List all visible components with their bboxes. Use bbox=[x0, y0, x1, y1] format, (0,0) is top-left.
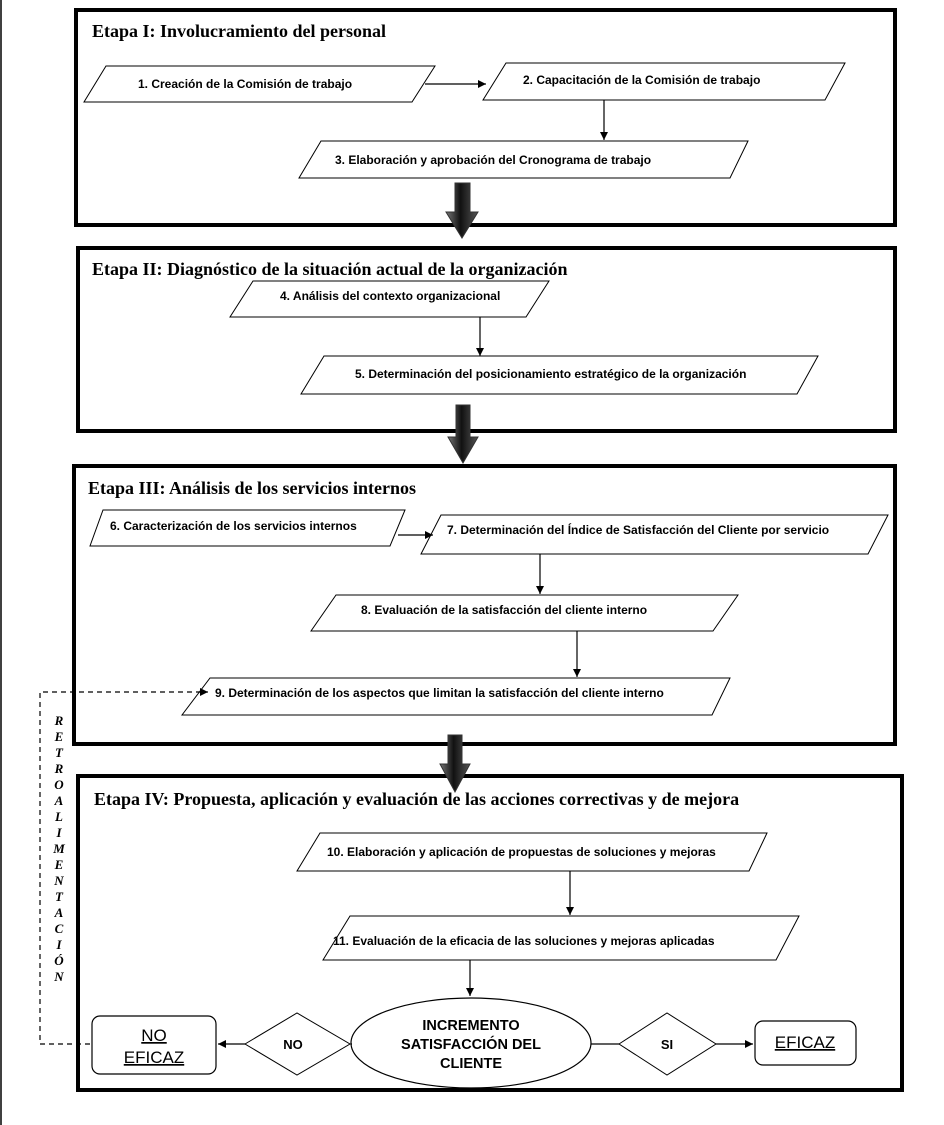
step-11-label: 11. Evaluación de la eficacia de las sol… bbox=[333, 934, 715, 948]
feedback-letter: T bbox=[55, 889, 64, 904]
stage-4-title: Etapa IV: Propuesta, aplicación y evalua… bbox=[94, 789, 739, 809]
stage-1-title: Etapa I: Involucramiento del personal bbox=[92, 21, 386, 41]
feedback-letter: O bbox=[54, 777, 64, 792]
step-1: 1. Creación de la Comisión de trabajo bbox=[83, 65, 436, 103]
feedback-loop-line bbox=[39, 688, 208, 1045]
feedback-letter: M bbox=[52, 841, 65, 856]
feedback-letter: Ó bbox=[54, 953, 64, 968]
feedback-letter: R bbox=[54, 713, 64, 728]
decision-no-label: NO bbox=[283, 1037, 303, 1052]
decision-ellipse: INCREMENTO SATISFACCIÓN DEL CLIENTE bbox=[350, 997, 592, 1089]
step-3: 3. Elaboración y aprobación del Cronogra… bbox=[298, 140, 749, 179]
stage-arrow-3 bbox=[439, 734, 471, 794]
step-4-label: 4. Análisis del contexto organizacional bbox=[280, 289, 500, 303]
decision-line-2: SATISFACCIÓN DEL bbox=[401, 1035, 541, 1053]
feedback-letter: A bbox=[54, 793, 64, 808]
feedback-letter: A bbox=[54, 905, 64, 920]
feedback-letter: R bbox=[54, 761, 64, 776]
feedback-letter: T bbox=[55, 745, 64, 760]
stage-3-box bbox=[72, 464, 897, 746]
step-9: 9. Determinación de los aspectos que lim… bbox=[180, 677, 731, 716]
step-6: 6. Caracterización de los servicios inte… bbox=[89, 509, 406, 547]
step-1-label: 1. Creación de la Comisión de trabajo bbox=[138, 77, 352, 91]
outcome-eficaz: EFICAZ bbox=[754, 1020, 857, 1066]
step-3-label: 3. Elaboración y aprobación del Cronogra… bbox=[335, 153, 651, 167]
step-10-label: 10. Elaboración y aplicación de propuest… bbox=[327, 845, 716, 859]
feedback-label: R E T R O A L I M E N T A C I Ó N bbox=[52, 713, 65, 984]
step-9-label: 9. Determinación de los aspectos que lim… bbox=[215, 686, 664, 700]
step-7: 7. Determinación del Índice de Satisfacc… bbox=[420, 514, 889, 555]
step-10: 10. Elaboración y aplicación de propuest… bbox=[296, 832, 768, 872]
step-2-label: 2. Capacitación de la Comisión de trabaj… bbox=[523, 73, 760, 87]
outcome-no-line-2: EFICAZ bbox=[124, 1048, 184, 1067]
step-6-label: 6. Caracterización de los servicios inte… bbox=[110, 519, 357, 533]
step-5: 5. Determinación del posicionamiento est… bbox=[300, 355, 819, 395]
stage-2-title: Etapa II: Diagnóstico de la situación ac… bbox=[92, 259, 568, 279]
decision-line-3: CLIENTE bbox=[440, 1056, 502, 1072]
decision-no-diamond: NO bbox=[244, 1012, 351, 1076]
feedback-letter: C bbox=[55, 921, 64, 936]
decision-yes-diamond: SI bbox=[618, 1012, 717, 1076]
stage-arrow-2 bbox=[447, 404, 479, 465]
outcome-yes-label: EFICAZ bbox=[775, 1033, 835, 1052]
feedback-letter: E bbox=[54, 857, 64, 872]
stage-2-box bbox=[76, 246, 897, 433]
step-2: 2. Capacitación de la Comisión de trabaj… bbox=[482, 62, 846, 101]
feedback-letter: L bbox=[54, 809, 63, 824]
stage-3-title: Etapa III: Análisis de los servicios int… bbox=[88, 478, 416, 498]
outcome-no-eficaz: NO EFICAZ bbox=[91, 1015, 217, 1075]
stage-4-box bbox=[76, 774, 904, 1092]
step-8: 8. Evaluación de la satisfacción del cli… bbox=[310, 594, 739, 632]
step-4: 4. Análisis del contexto organizacional bbox=[229, 280, 550, 318]
feedback-letter: I bbox=[55, 825, 62, 840]
decision-yes-label: SI bbox=[661, 1037, 673, 1052]
step-11: 11. Evaluación de la eficacia de las sol… bbox=[322, 915, 800, 961]
feedback-letter: I bbox=[55, 937, 62, 952]
outcome-no-line-1: NO bbox=[141, 1026, 167, 1045]
decision-line-1: INCREMENTO bbox=[422, 1018, 519, 1034]
step-8-label: 8. Evaluación de la satisfacción del cli… bbox=[361, 603, 647, 617]
stage-1-box bbox=[74, 8, 897, 227]
step-5-label: 5. Determinación del posicionamiento est… bbox=[355, 367, 746, 381]
feedback-letter: N bbox=[53, 969, 64, 984]
stage-arrow-1 bbox=[445, 182, 479, 239]
step-7-label: 7. Determinación del Índice de Satisfacc… bbox=[447, 522, 829, 537]
feedback-letter: E bbox=[54, 729, 64, 744]
feedback-letter: N bbox=[53, 873, 64, 888]
